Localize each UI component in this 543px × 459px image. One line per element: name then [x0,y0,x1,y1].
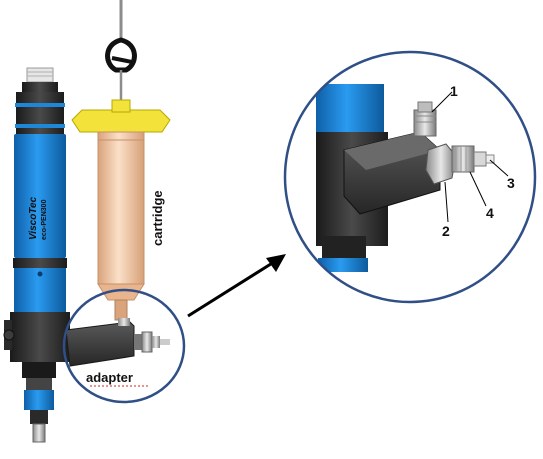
callout-2: 2 [442,223,450,239]
callout-4: 4 [486,205,494,221]
adapter-nut [141,331,153,353]
zoom-pen-body [316,84,384,138]
zoom-top-fitting [413,109,437,137]
pen-band [13,258,67,268]
cartridge-label: cartridge [150,190,165,246]
adapter-block [65,318,170,367]
callout-1: 1 [450,83,458,99]
pen-tip [32,423,46,443]
pen-top-cap [22,67,58,92]
blue-ring [15,103,65,107]
detail-circle-large [283,50,537,304]
zoom-knurled-fitting [451,145,475,173]
dispenser-pen: ViscoTec eco-PEN300 [3,67,70,443]
adapter-label: adapter [86,370,133,385]
callout-leader-2 [444,181,449,223]
blue-ring [15,124,65,128]
zoom-tip [473,151,487,167]
zoom-arrow [187,254,286,318]
cartridge-assembly: cartridge [71,0,171,321]
zoom-hex-nut [425,143,457,185]
model-label: eco-PEN300 [41,199,48,240]
callout-leader-4 [469,171,487,207]
callout-leader-1 [431,91,453,113]
callout-3: 3 [507,175,515,191]
cartridge-barrel [97,131,145,285]
magnified-view: 1 2 3 4 [283,50,537,304]
hanger-clip [105,37,137,73]
callout-leader-3 [489,159,509,177]
detail-circle-small [62,288,186,404]
brand-label: ViscoTec [28,196,39,240]
pen-body [14,134,66,258]
pen-nozzle-blue [24,390,54,410]
cartridge-cap [71,109,171,133]
pen-nozzle-mount [22,362,56,378]
pen-housing [10,312,70,362]
